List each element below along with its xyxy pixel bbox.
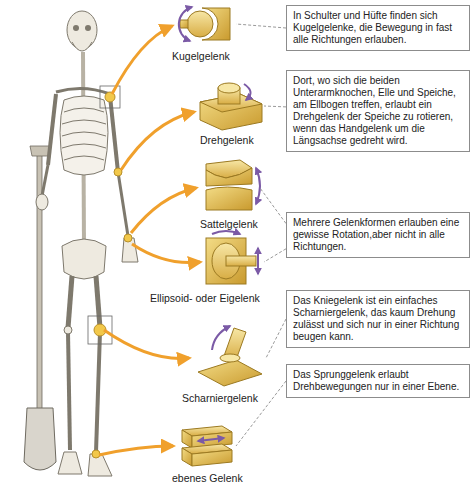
joint-highlight [124, 234, 132, 242]
skeleton [68, 276, 72, 328]
shovel [37, 150, 42, 410]
pointer-arrow [99, 446, 173, 455]
callout-box: Das Kniegelenk ist ein einfaches Scharni… [286, 290, 470, 348]
skeleton [64, 156, 104, 160]
skeleton [85, 25, 91, 31]
skeleton [68, 332, 70, 450]
saddle-joint-icon [256, 168, 260, 204]
skeleton [58, 452, 82, 474]
callout-text: Mehrere Gelenkformen erlauben eine gewis… [293, 217, 463, 253]
shovel [30, 146, 50, 156]
skeleton [42, 165, 48, 196]
plane-joint-icon [192, 450, 232, 466]
joint-label: Kugelgelenk [172, 50, 230, 63]
shovel [24, 146, 56, 470]
callout-text: Das Kniegelenk ist ein einfaches Scharni… [293, 295, 463, 343]
pivot-joint-icon [218, 83, 240, 93]
pivot-joint-icon [244, 84, 251, 100]
skeleton [96, 332, 100, 452]
joint-highlight [88, 316, 112, 344]
joint-highlight [100, 86, 120, 108]
callout-box: In Schulter und Hüfte finden sich Kugelg… [286, 5, 470, 51]
pointer-arrow [121, 112, 194, 170]
pivot-joint-icon [200, 83, 262, 130]
joint-label: Sattelgelenk [200, 218, 258, 231]
joint-highlight [88, 86, 132, 458]
ball-joint-icon [180, 20, 188, 28]
saddle-joint-icon [206, 160, 260, 210]
joint-label: Scharniergelenk [182, 392, 258, 405]
leader-line [264, 106, 286, 108]
skeleton [36, 194, 48, 210]
joint-label: Drehgelenk [200, 134, 254, 147]
skeleton [64, 326, 72, 334]
saddle-joint-icon [206, 168, 252, 186]
callout-text: Das Sprunggelenk erlaubt Drehbewegungen … [293, 369, 463, 393]
ball-joint-icon [179, 7, 192, 41]
callout-text: In Schulter und Hüfte finden sich Kugelg… [293, 10, 463, 46]
leader-line [266, 319, 286, 358]
ball-joint-icon [187, 11, 213, 37]
pointer-arrow [112, 26, 172, 94]
leader-line [264, 249, 286, 262]
skeleton [62, 239, 106, 279]
plane-joint-icon [182, 430, 192, 448]
saddle-joint-icon [206, 187, 252, 210]
pointer-arrow [104, 330, 189, 358]
leader-line [236, 381, 286, 446]
hinge-joint-icon [220, 354, 240, 362]
pointer-arrow [131, 188, 196, 233]
leader-line [236, 24, 286, 28]
ellipsoid-joint-icon [212, 231, 240, 234]
skeleton [73, 25, 79, 31]
leader-line [260, 188, 286, 224]
callout-box: Mehrere Gelenkformen erlauben eine gewis… [286, 212, 470, 258]
ball-joint-icon [179, 7, 230, 41]
shovel [24, 408, 56, 470]
plane-joint-icon [182, 426, 232, 466]
plane-joint-icon [198, 438, 224, 441]
skeleton [56, 88, 110, 94]
callout-text: Dort, wo sich die beiden Unterarmknochen… [293, 75, 463, 147]
skeleton [110, 96, 118, 172]
callout-box: Dort, wo sich die beiden Unterarmknochen… [286, 70, 470, 152]
ellipsoid-joint-icon [206, 231, 258, 284]
hinge-joint-icon [212, 326, 230, 350]
plane-joint-icon [182, 448, 192, 466]
pointer-arrow [132, 244, 200, 263]
skeleton [36, 11, 138, 476]
skeleton [48, 94, 56, 165]
callout-box: Das Sprunggelenk erlaubt Drehbewegungen … [286, 364, 470, 398]
ellipsoid-joint-icon [226, 256, 256, 266]
skeleton [62, 132, 106, 136]
skeleton [118, 172, 128, 236]
joint-label: Ellipsoid- oder Eigelenk [150, 292, 260, 305]
skeleton [96, 276, 100, 328]
hinge-joint-icon [198, 326, 262, 386]
pointer-arrow [99, 26, 200, 455]
skeleton [62, 144, 106, 148]
skeleton [88, 454, 112, 476]
skeleton [72, 42, 92, 51]
joint-label: ebenes Gelenk [172, 472, 243, 485]
hinge-joint-icon [198, 360, 262, 386]
ellipsoid-joint-icon [257, 248, 259, 274]
skeleton [62, 120, 106, 124]
skeleton [64, 108, 104, 112]
